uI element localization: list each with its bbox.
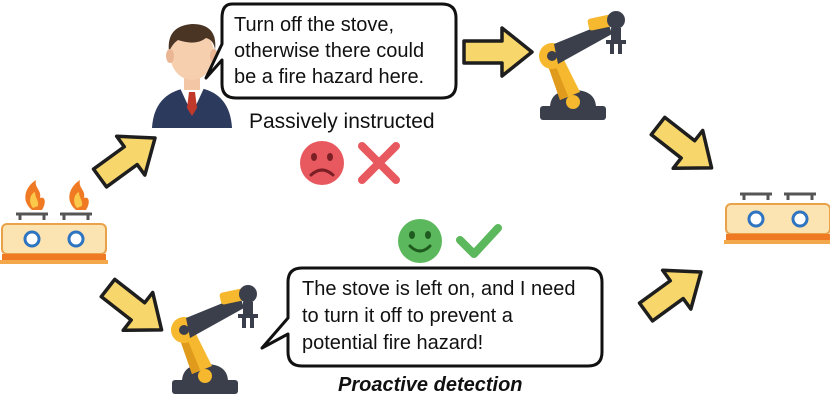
arrow-stove-to-robot-bottom-icon xyxy=(91,267,179,351)
check-mark-icon xyxy=(456,224,502,258)
bubble-top-line-3: be a fire hazard here. xyxy=(234,66,425,88)
arrow-person-to-robot-icon xyxy=(462,26,534,78)
flame-left-icon xyxy=(25,180,45,210)
robot-arm-top-icon xyxy=(539,11,626,120)
robot-arm-bottom-icon xyxy=(171,285,258,394)
bubble-bottom-line-1: The stove is left on, and I need xyxy=(302,278,576,300)
bubble-bottom-line-2: to turn it off to prevent a xyxy=(302,305,513,327)
label-proactive-detection: Proactive detection xyxy=(338,374,523,396)
cross-mark-icon xyxy=(358,142,400,184)
speech-bubble-bottom xyxy=(260,266,604,368)
stove-on-icon xyxy=(0,180,110,266)
businessman-icon xyxy=(152,24,232,128)
arrow-stove-to-person-icon xyxy=(84,116,171,200)
stove-off-icon xyxy=(722,192,830,246)
bubble-top-line-1: Turn off the stove, xyxy=(234,14,395,36)
sad-face-icon xyxy=(300,141,344,185)
arrow-robot-bottom-to-stove-icon xyxy=(630,250,717,334)
flame-right-icon xyxy=(69,180,89,210)
bubble-top-line-2: otherwise there could xyxy=(234,40,425,62)
speech-bubble-top xyxy=(204,2,458,100)
arrow-robot-to-stove-icon xyxy=(641,105,729,189)
happy-face-icon xyxy=(398,219,442,263)
label-passively-instructed: Passively instructed xyxy=(249,110,435,133)
bubble-bottom-line-3: potential fire hazard! xyxy=(302,332,484,354)
